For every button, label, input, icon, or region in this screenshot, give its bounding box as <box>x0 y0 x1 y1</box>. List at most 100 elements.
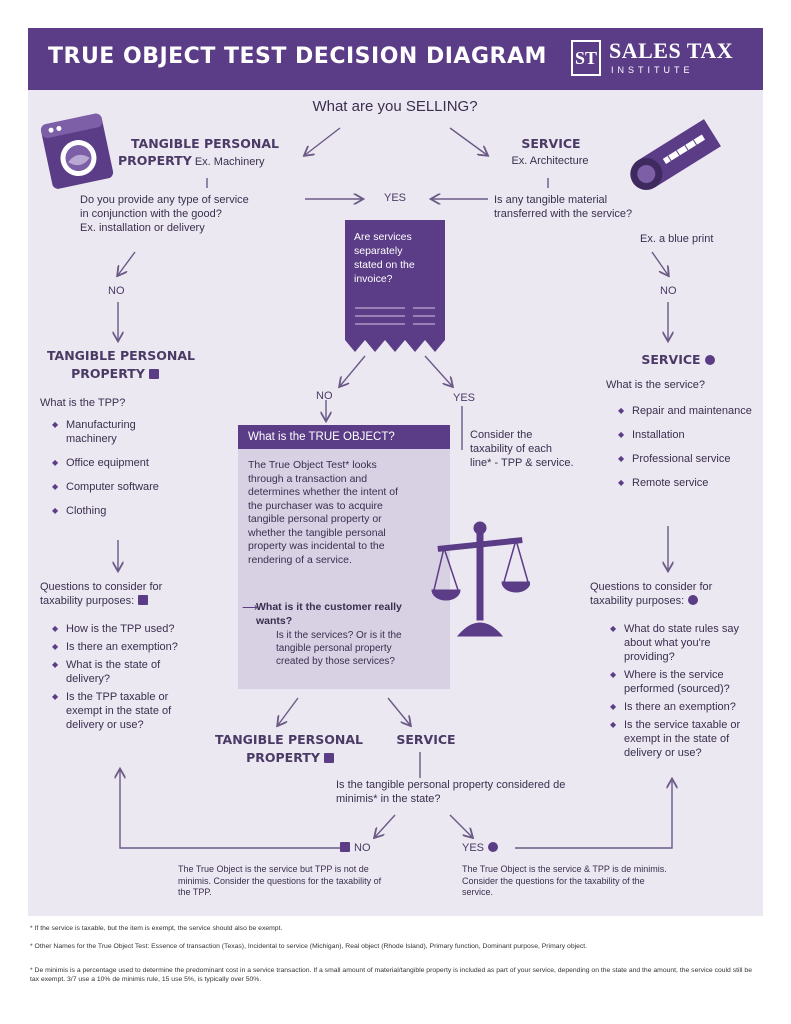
washing-machine-icon <box>40 113 114 189</box>
list-item: What do state rules say about what you'r… <box>610 622 758 664</box>
list-item: Is the TPP taxable or exempt in the stat… <box>52 690 192 732</box>
list-item: Computer software <box>52 480 182 494</box>
tpp-top-question-line-1: Do you provide any type of service <box>80 194 249 206</box>
consider-each-line: Consider the taxability of each line* - … <box>470 428 600 470</box>
list-item: Professional service <box>618 452 758 466</box>
bottom-no-description: The True Object is the service but TPP i… <box>178 864 382 897</box>
tpp-left-title2-text: PROPERTY <box>71 366 145 381</box>
service-right-consider-line-1: Questions to consider for <box>590 581 713 593</box>
true-object-title: What is the TRUE OBJECT? <box>238 425 450 449</box>
wrench-icon <box>704 355 715 365</box>
tpp-top-question-line-2: in conjunction with the good? <box>80 208 222 220</box>
no-label-left: NO <box>108 285 125 297</box>
bottom-yes-label: YES <box>462 842 499 854</box>
bottom-no-text: NO <box>354 842 371 854</box>
tpp-left-title: TANGIBLE PERSONAL <box>46 348 196 363</box>
scales-icon <box>431 521 530 637</box>
tpp-left-questions: How is the TPP used? Is there an exempti… <box>52 622 192 736</box>
no-label-right: NO <box>660 285 677 297</box>
bottom-yes-text: YES <box>462 842 485 854</box>
invoice-icon <box>148 369 159 379</box>
service-top-question: Is any tangible material transferred wit… <box>494 193 694 221</box>
tpp-top-question-line-3: Ex. installation or delivery <box>80 222 205 234</box>
service-right-questions: What do state rules say about what you'r… <box>610 622 758 764</box>
list-item: How is the TPP used? <box>52 622 192 636</box>
true-object-ask-title: What is it the customer really wants? <box>256 601 402 627</box>
invoice-icon <box>138 595 149 605</box>
list-item: Installation <box>618 428 758 442</box>
receipt-line-2: separately <box>354 245 403 257</box>
logo-text-top: SALES TAX <box>609 38 734 63</box>
tpp-top-title: TANGIBLE PERSONAL <box>130 136 280 151</box>
tpp-left-question: What is the TPP? <box>40 397 126 409</box>
receipt-question: Are services separately stated on the in… <box>354 230 440 286</box>
service-right-title: SERVICE <box>618 352 738 368</box>
consider-each-line-1: Consider the <box>470 429 533 441</box>
bottom-no-label: NO <box>340 842 371 854</box>
page-title: TRUE OBJECT TEST DECISION DIAGRAM <box>48 44 547 69</box>
selling-question: What are you SELLING? <box>312 98 478 115</box>
service-top-question-line-2: transferred with the service? <box>494 208 633 220</box>
list-item: Is there an exemption? <box>52 640 192 654</box>
list-item: What is the state of delivery? <box>52 658 192 686</box>
tpp-left-consider: Questions to consider for taxability pur… <box>40 580 220 608</box>
service-right-list: Repair and maintenance Installation Prof… <box>618 404 758 500</box>
footnote-2: * Other Names for the True Object Test: … <box>30 943 588 950</box>
tpp-top-subtitle: PROPERTY Ex. Machinery <box>118 154 308 169</box>
yes-label-mid: YES <box>453 392 476 404</box>
tpp-left-consider-line-1: Questions to consider for <box>40 581 163 593</box>
true-object-body: The True Object Test* looks through a tr… <box>248 459 399 566</box>
wrench-icon <box>688 595 699 605</box>
receipt-icon <box>345 220 445 352</box>
header-bar: TRUE OBJECT TEST DECISION DIAGRAM ST SAL… <box>28 28 763 90</box>
list-item: Clothing <box>52 504 182 518</box>
de-minimis-question: Is the tangible personal property consid… <box>336 779 566 805</box>
service-right-consider-line-2-text: taxability purposes: <box>590 595 685 607</box>
invoice-icon <box>323 753 334 763</box>
list-item: Repair and maintenance <box>618 404 758 418</box>
service-top-title: SERVICE <box>521 136 581 151</box>
service-right-consider: Questions to consider for taxability pur… <box>590 580 760 608</box>
list-item: Manufacturing machinery <box>52 418 182 446</box>
service-top-question-line-1: Is any tangible material <box>494 194 608 206</box>
bottom-tpp-title2: PROPERTY <box>230 750 350 766</box>
list-item: Office equipment <box>52 456 182 470</box>
bottom-tpp-title2-text: PROPERTY <box>246 750 320 765</box>
list-item: Remote service <box>618 476 758 490</box>
blueprint-icon <box>630 119 721 190</box>
wrench-icon <box>488 842 499 852</box>
service-top-example: Ex. Architecture <box>511 155 589 167</box>
tpp-top-title2: PROPERTY <box>118 153 192 168</box>
logo-mark-icon: ST <box>571 40 601 76</box>
list-item: Where is the service performed (sourced)… <box>610 668 758 696</box>
tpp-left-list: Manufacturing machinery Office equipment… <box>52 418 182 528</box>
bottom-tpp-title: TANGIBLE PERSONAL <box>214 732 364 747</box>
service-top-example2: Ex. a blue print <box>640 233 714 245</box>
consider-each-line-2: taxability of each <box>470 443 552 455</box>
list-item: Is the service taxable or exempt in the … <box>610 718 758 760</box>
service-right-title-text: SERVICE <box>641 352 701 367</box>
list-item: Is there an exemption? <box>610 700 758 714</box>
invoice-icon <box>340 842 350 852</box>
logo-text-bottom: INSTITUTE <box>611 65 694 75</box>
yes-label-top: YES <box>384 192 407 204</box>
bottom-service-title: SERVICE <box>396 732 456 747</box>
tpp-top-question: Do you provide any type of service in co… <box>80 193 300 235</box>
receipt-line-3: stated on the <box>354 259 415 271</box>
tpp-top-example: Ex. Machinery <box>194 156 265 168</box>
footnote-1: * If the service is taxable, but the ite… <box>30 925 283 932</box>
true-object-box: The True Object Test* looks through a tr… <box>238 449 450 689</box>
consider-each-line-3: line* - TPP & service. <box>470 457 574 469</box>
bottom-yes-description: The True Object is the service & TPP is … <box>462 864 667 897</box>
receipt-line-4: invoice? <box>354 273 393 285</box>
tpp-left-title2: PROPERTY <box>60 366 170 382</box>
service-right-consider-line-2: taxability purposes: <box>590 594 760 608</box>
tpp-left-consider-line-2-text: taxability purposes: <box>40 595 135 607</box>
receipt-line-1: Are services <box>354 231 412 243</box>
arrow-right-icon: ⟶ <box>242 602 258 614</box>
true-object-ask-body: Is it the services? Or is it the tangibl… <box>276 630 402 667</box>
service-right-question: What is the service? <box>606 379 706 391</box>
footnote-3: * De minimis is a percentage used to det… <box>30 967 752 983</box>
no-label-mid: NO <box>316 390 333 402</box>
